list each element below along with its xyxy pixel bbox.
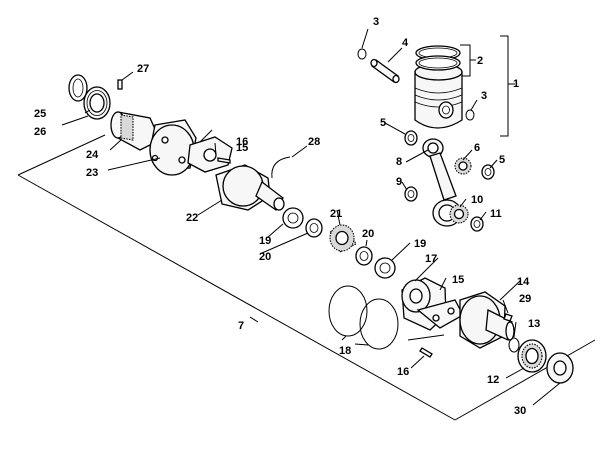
callout-6: 6 [474,142,480,154]
callout-5-left: 5 [380,117,386,129]
crank-seal-left [68,74,88,102]
wrist-pin [370,47,403,84]
circlip-right [465,109,475,121]
callout-2: 2 [477,55,483,67]
callout-15-right: 15 [452,274,464,286]
callout-4: 4 [402,37,409,49]
callout-10: 10 [471,194,483,206]
callout-13: 13 [528,318,540,330]
crank-center-web [215,164,285,211]
main-bearing-right [517,339,547,373]
thrust-washer-5-left [404,130,418,146]
callout-16-right: 16 [397,366,409,378]
callout-5-right: 5 [499,154,505,166]
crank-bolt-right [419,347,433,358]
callout-14: 14 [517,276,530,288]
piston-ring-18-a [328,285,368,337]
crankshaft-right-half [459,291,515,349]
callout-numbers: 1 2 3 3 4 5 5 6 7 8 9 10 11 12 13 14 15 … [34,16,540,417]
crankshaft-left-half [110,111,197,176]
piston-ring-18-b [359,298,399,350]
small-end-bearing [454,157,472,175]
main-bearing-left [83,86,111,120]
connecting-rod [422,138,462,227]
circlip-top [357,48,367,60]
assembly-7-bracket [17,134,596,421]
crank-bolt-left [217,157,231,164]
callout-18: 18 [339,345,351,357]
callout-27: 27 [137,63,149,75]
piston-rings [415,45,461,71]
callout-8: 8 [396,156,402,168]
callout-28: 28 [308,136,320,148]
thrust-washer-19-left [282,207,304,229]
callout-9: 9 [396,176,402,188]
callout-19-left: 19 [259,235,271,247]
callout-25: 25 [34,108,46,120]
callout-29: 29 [519,293,531,305]
callout-3-right: 3 [481,90,487,102]
callout-24: 24 [86,149,99,161]
thrust-washer-5-right [481,164,495,180]
crank-counterweight-left [187,136,233,173]
dowel-pin [117,79,123,90]
piston [414,63,463,129]
thrust-washer-11 [470,216,484,232]
callout-16-left: 16 [236,136,248,148]
woodruff-key [503,313,513,322]
callout-12: 12 [487,374,499,386]
thrust-washer-19-right [374,257,396,279]
callout-17: 17 [425,253,437,265]
thrust-washer-20-right [355,246,373,266]
callout-20-left: 20 [259,251,271,263]
callout-23: 23 [86,167,98,179]
piston-group-bracket [460,35,515,137]
leader-lines [61,109,561,406]
callout-3-top: 3 [373,16,379,28]
callout-22: 22 [186,212,198,224]
big-end-bearing [449,204,469,224]
circlip-13 [508,337,520,353]
thrust-washer-20-left [305,218,323,238]
thrust-washer-9 [404,186,418,202]
callout-26: 26 [34,126,46,138]
callout-19-right: 19 [414,238,426,250]
circlip-28 [271,156,291,179]
callout-15-left: 15 [236,142,248,154]
callout-11: 11 [490,208,502,220]
callout-21: 21 [330,208,342,220]
callout-20-right: 20 [362,228,374,240]
callout-30: 30 [514,405,526,417]
crank-seal-right [546,352,574,384]
callout-7: 7 [238,320,244,332]
crankpin-needle-bearing [329,224,357,253]
callout-1: 1 [513,78,519,90]
